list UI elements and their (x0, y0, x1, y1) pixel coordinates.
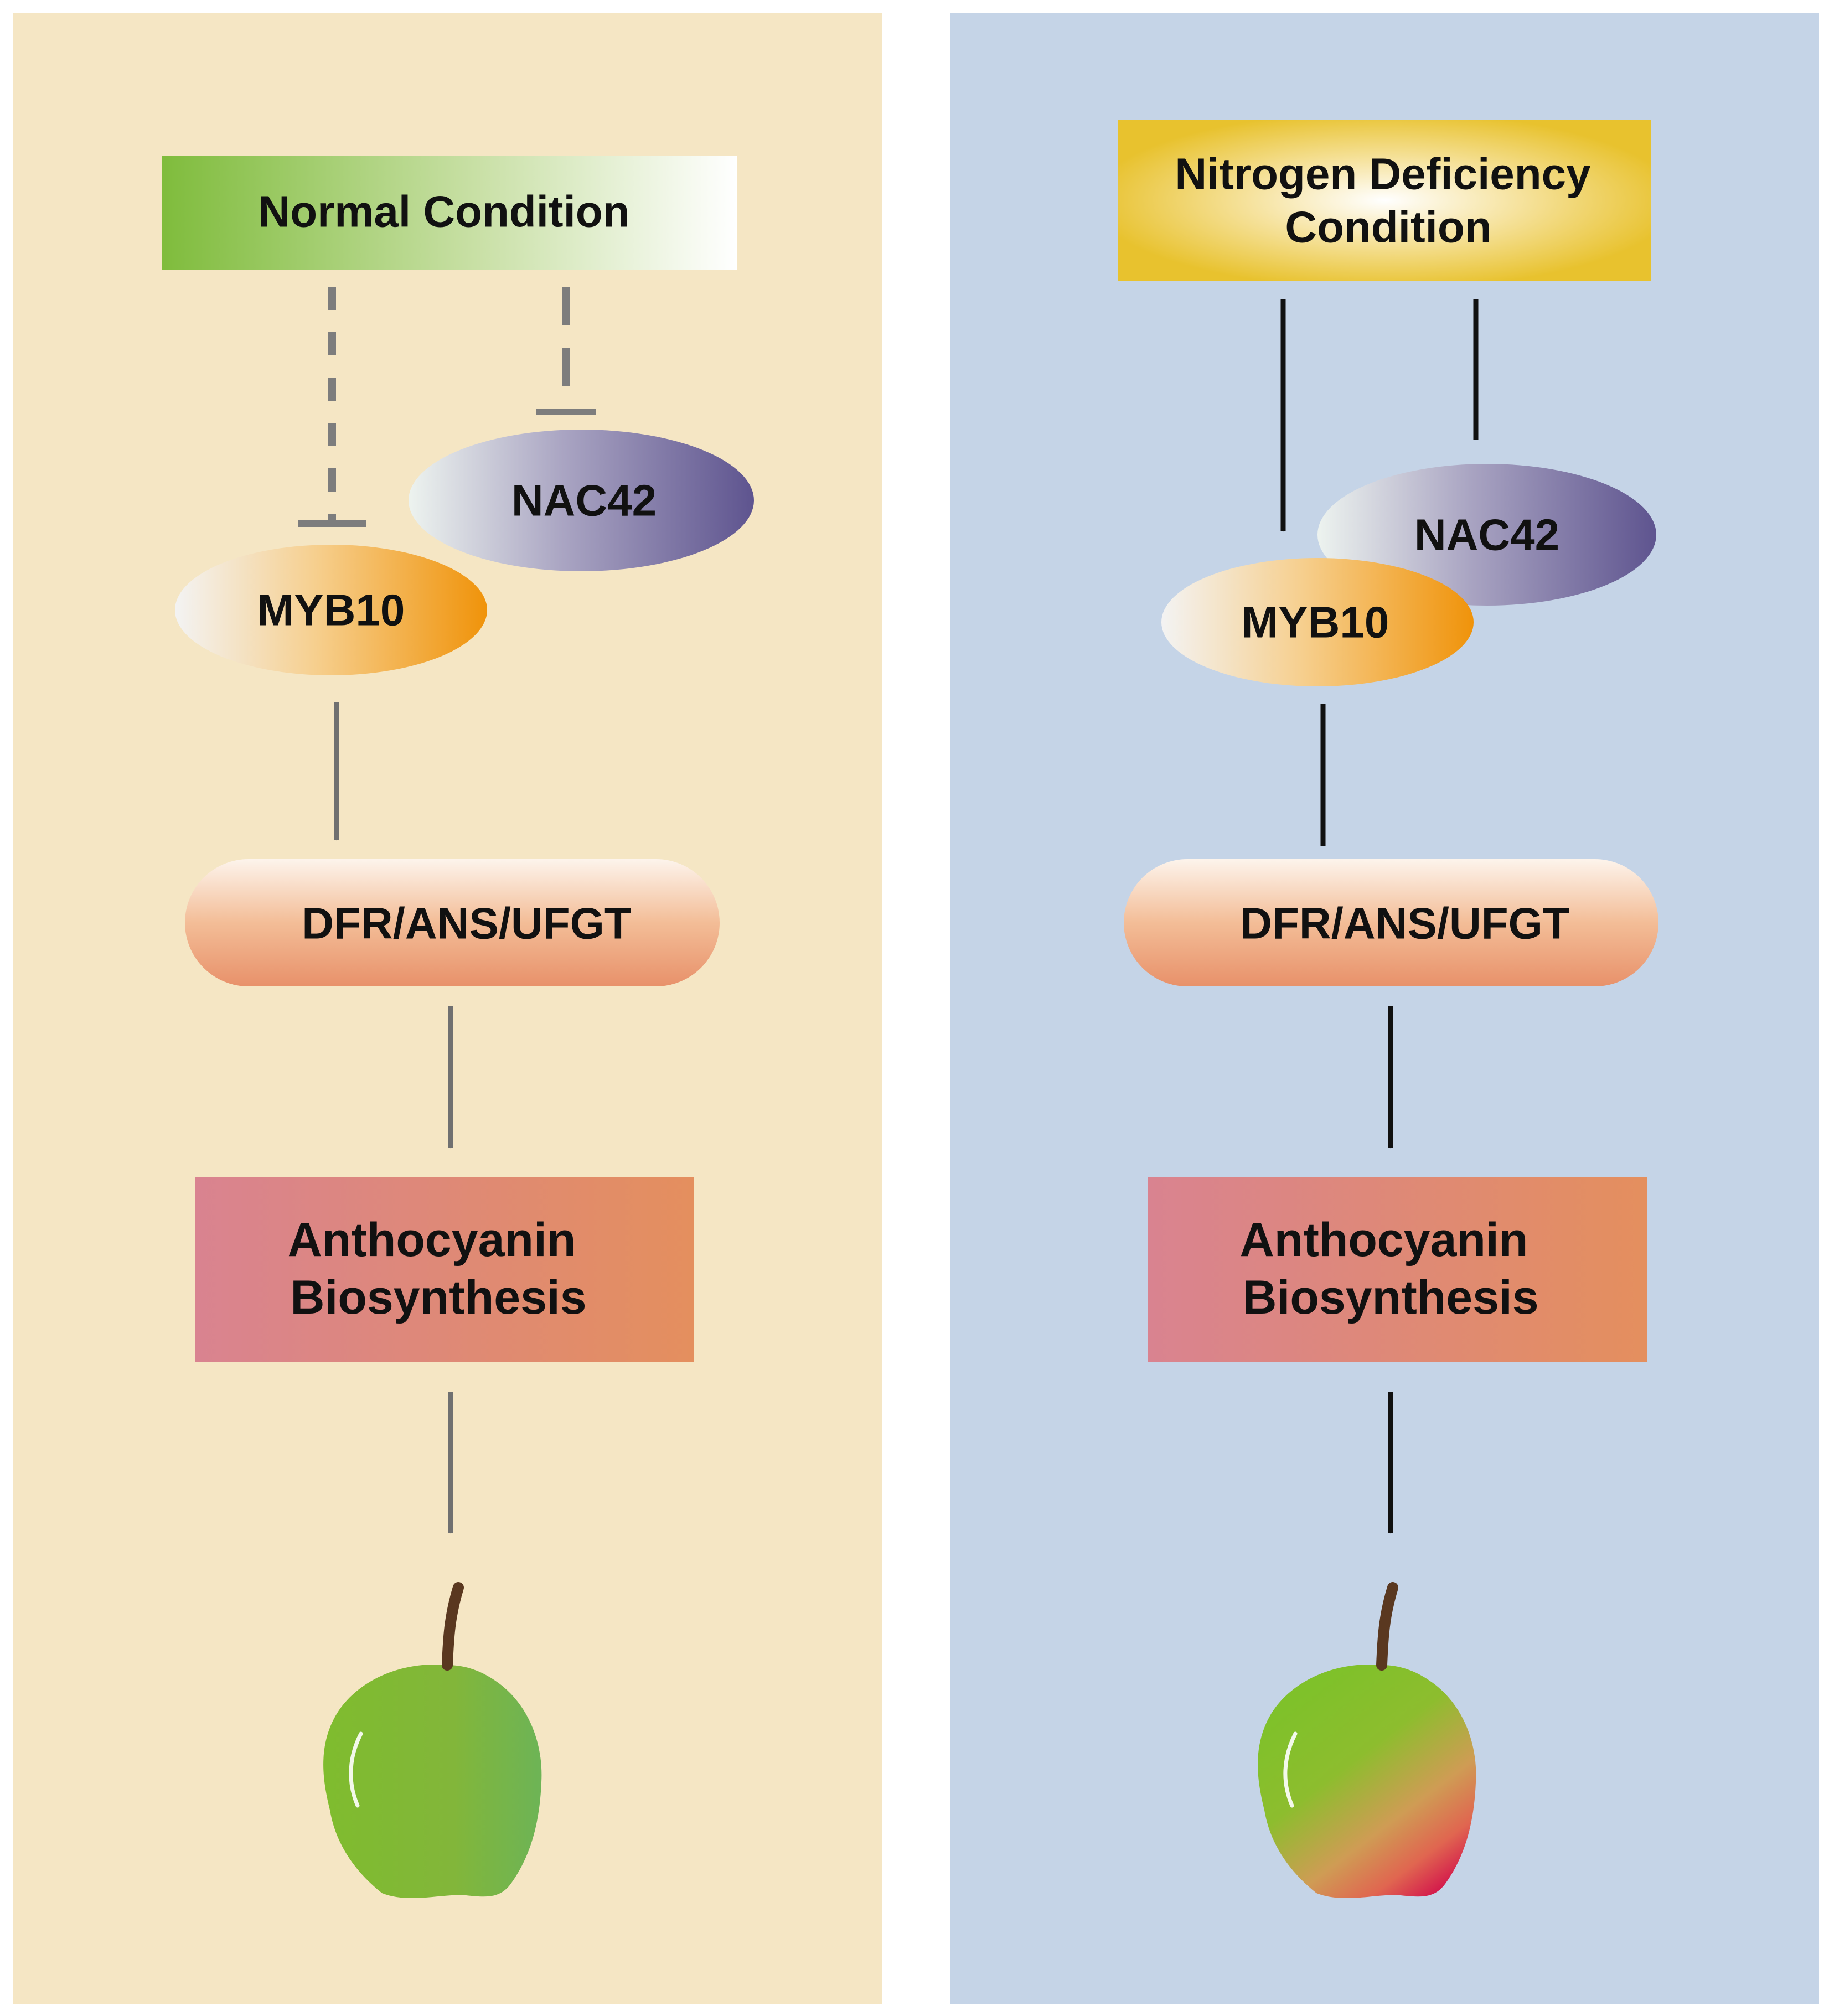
biosynthesis-label-line2: Biosynthesis (290, 1271, 586, 1324)
enzymes-pill-right (1124, 859, 1658, 986)
enzymes-pill (185, 859, 720, 986)
myb10-label-right: MYB10 (1242, 598, 1389, 647)
red-blush-pear-icon (1258, 1582, 1476, 1899)
normal-condition-box (162, 156, 737, 270)
nitrogen-condition-label-line2: Condition (1285, 203, 1491, 252)
myb10-label: MYB10 (257, 586, 405, 635)
nitrogen-deficiency-condition-box (1118, 120, 1651, 281)
biosynthesis-label-line1-right: Anthocyanin (1240, 1213, 1528, 1267)
green-pear-icon (323, 1582, 542, 1899)
nac42-ellipse (409, 430, 754, 571)
normal-condition-label: Normal Condition (258, 187, 629, 236)
left-panel: Normal Condition NAC42 MYB10 DFR/ANS/UFG… (13, 13, 882, 2004)
biosynthesis-label-line1: Anthocyanin (288, 1213, 576, 1267)
nitrogen-condition-label-line1: Nitrogen Deficiency (1175, 149, 1591, 199)
enzymes-label-right: DFR/ANS/UFGT (1240, 899, 1570, 948)
myb10-ellipse (175, 545, 487, 675)
nac42-label-right: NAC42 (1414, 510, 1559, 560)
right-panel: Nitrogen Deficiency Condition NAC42 MYB1… (950, 13, 1819, 2004)
biosynthesis-label-line2-right: Biosynthesis (1242, 1271, 1538, 1324)
nac42-label: NAC42 (512, 476, 657, 525)
myb10-ellipse-right (1161, 558, 1474, 686)
enzymes-label: DFR/ANS/UFGT (302, 899, 632, 948)
biosynthesis-box-right (1148, 1177, 1647, 1362)
biosynthesis-box (195, 1177, 694, 1362)
